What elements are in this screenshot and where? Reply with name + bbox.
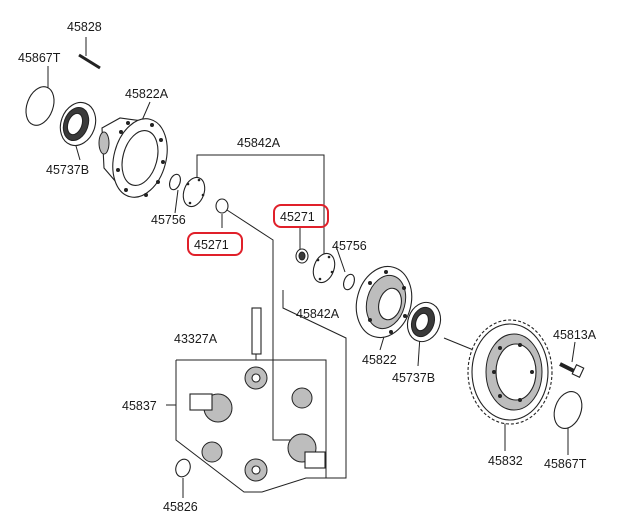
- label-45822a: 45822A: [125, 87, 169, 101]
- washer-45826: [175, 458, 191, 478]
- label-45826: 45826: [163, 500, 198, 514]
- ring-gear-45832: [467, 319, 553, 425]
- label-45867t-bottom: 45867T: [544, 457, 587, 471]
- bearing-45737b-bottom: [406, 301, 442, 343]
- label-45271-right: 45271: [280, 210, 315, 224]
- thrust-washer-45756-right: [343, 273, 355, 291]
- thrust-washer-45756-left: [169, 173, 181, 191]
- case-45822a: [98, 117, 168, 198]
- label-45756-right: 45756: [332, 239, 367, 253]
- pinion-shaft-43327a: [251, 307, 262, 355]
- label-45737b-top: 45737B: [46, 163, 89, 177]
- gear-set-45837: [189, 366, 326, 482]
- bolt-45813a: [559, 362, 585, 378]
- label-43327a: 43327A: [174, 332, 218, 346]
- label-45271-left: 45271: [194, 238, 229, 252]
- label-45737b-bottom: 45737B: [392, 371, 435, 385]
- highlight-box-45271-left: [187, 232, 243, 256]
- shim-45867t-bottom: [553, 391, 583, 429]
- bushing-45271-left: [215, 198, 229, 214]
- label-45828: 45828: [67, 20, 102, 34]
- label-45842a-mid: 45842A: [296, 307, 340, 321]
- bearing-45737b-top: [59, 101, 97, 147]
- side-washer-45842a-left: [182, 176, 206, 208]
- label-45822: 45822: [362, 353, 397, 367]
- label-45867t-top: 45867T: [18, 51, 61, 65]
- bushing-45271-right: [295, 248, 309, 264]
- leader-lines: [47, 37, 576, 498]
- shim-45867t-top: [25, 86, 55, 126]
- side-washer-45842a-right: [312, 252, 336, 284]
- highlight-box-45271-right: [273, 204, 329, 228]
- label-45842a-top: 45842A: [237, 136, 281, 150]
- label-45813a: 45813A: [553, 328, 597, 342]
- label-45837: 45837: [122, 399, 157, 413]
- label-45832: 45832: [488, 454, 523, 468]
- pin-45828: [78, 53, 101, 70]
- case-45822: [355, 265, 413, 339]
- label-45756-left: 45756: [151, 213, 186, 227]
